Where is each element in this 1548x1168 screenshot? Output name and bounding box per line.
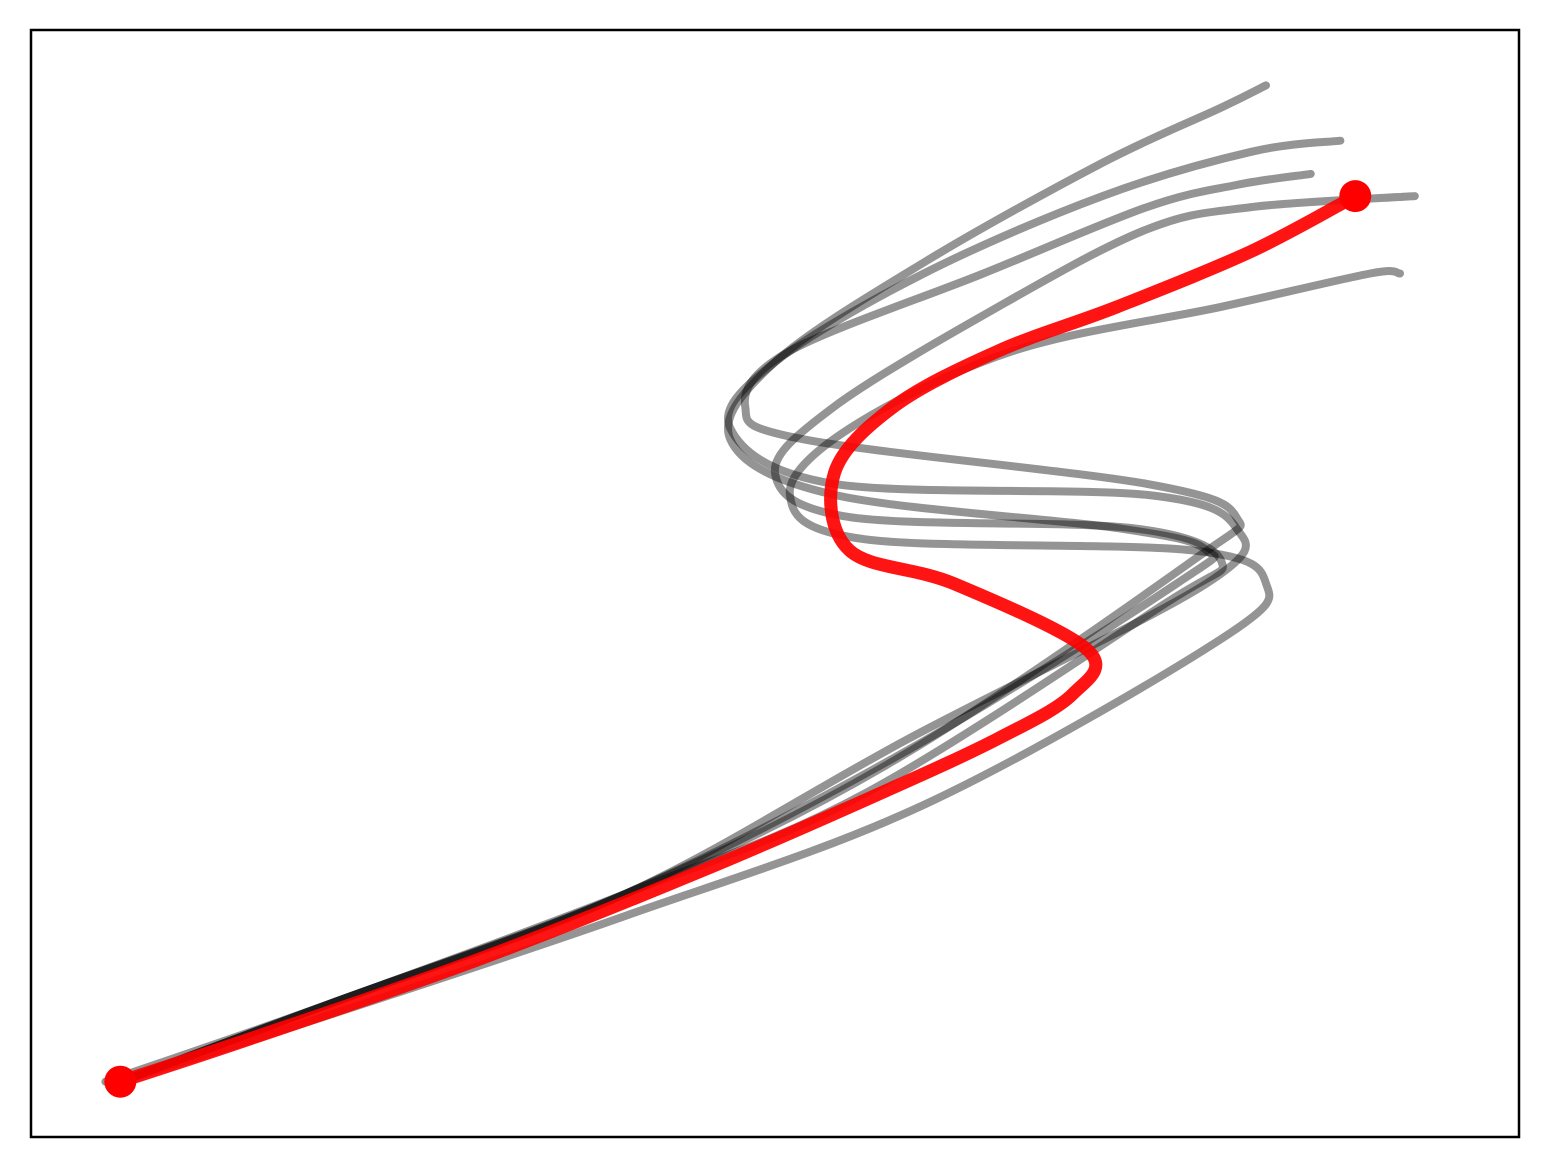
endpoint-markers-group [104,180,1372,1098]
sample-path-1 [116,169,1315,1086]
sample-path-4 [116,267,1404,1086]
sample-path-5 [116,136,1345,1086]
sample-paths-group [101,81,1419,1086]
axes-frame [29,28,1521,1139]
sample-path-2 [101,192,1419,1086]
sample-path-3 [116,81,1270,1086]
start-point-marker [104,1065,137,1098]
mean-path-group [113,189,1362,1089]
mean-path [113,189,1362,1089]
end-point-marker [1339,180,1372,213]
